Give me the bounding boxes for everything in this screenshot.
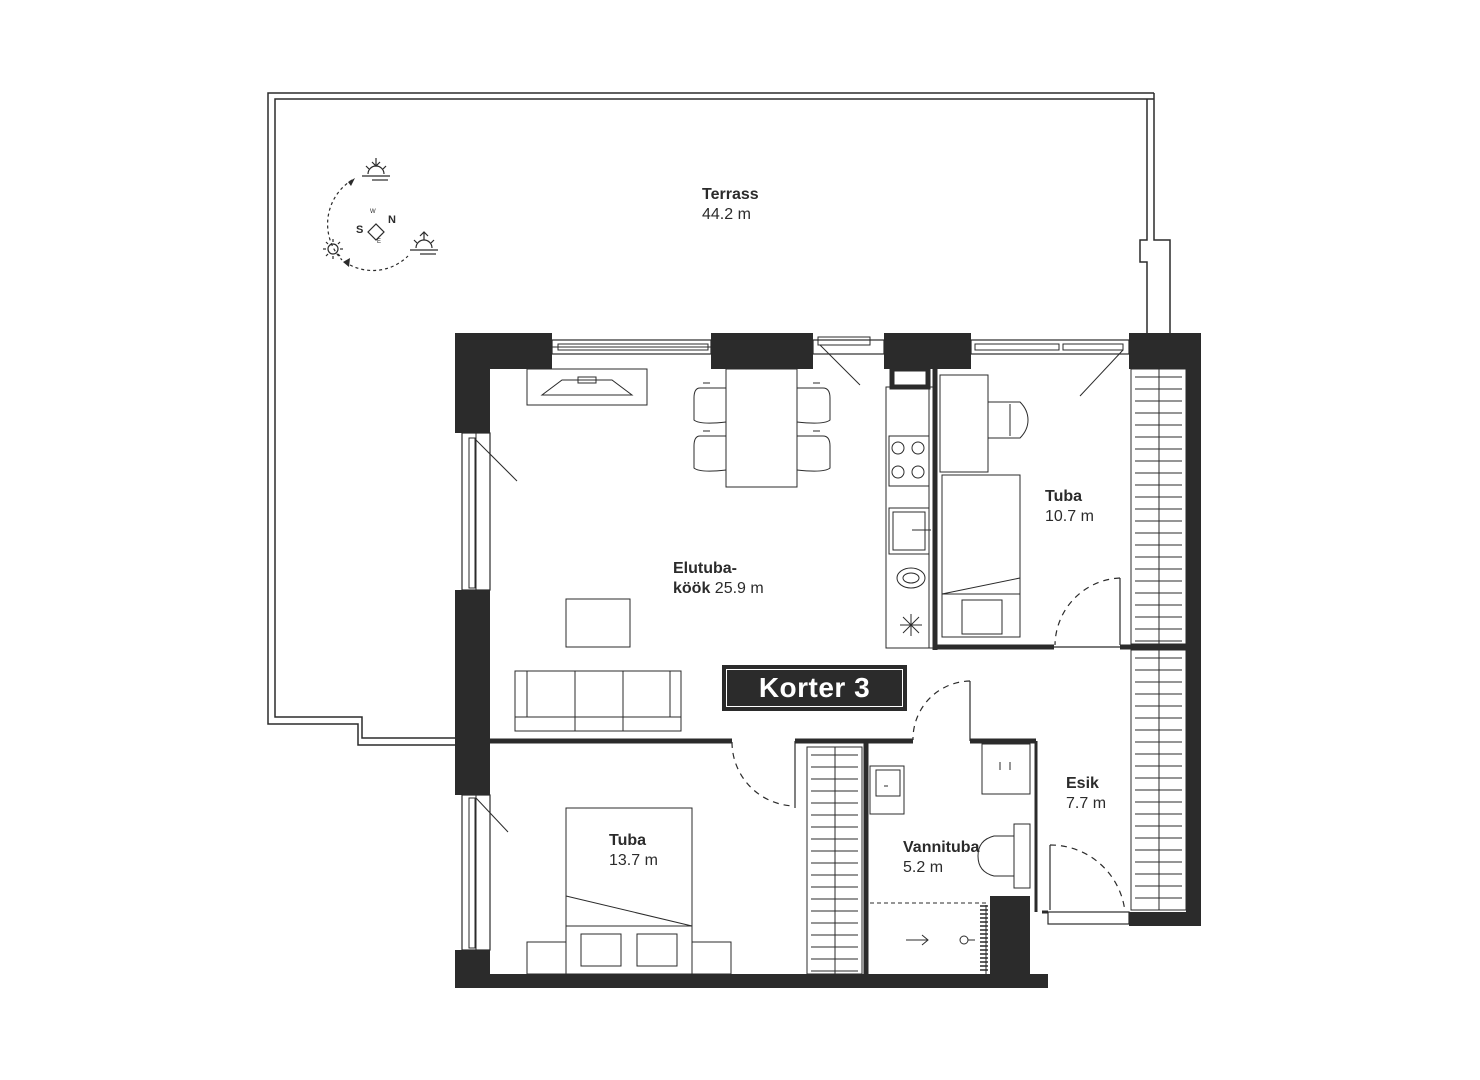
room-name-line2: köök [673, 580, 711, 597]
room-area: 10.7 m [1045, 508, 1094, 525]
room-name: Esik [1066, 775, 1099, 792]
room-living-kitchen-label: Elutuba- köök 25.9 m [673, 559, 764, 599]
room-name: Tuba [609, 832, 647, 849]
room-name: Elutuba- [673, 560, 737, 577]
sun-icon [323, 239, 343, 259]
sunset-icon [410, 231, 438, 255]
room-terrace-label: Terrass 44.2 m [702, 185, 759, 225]
room-bedroom-label: Tuba 13.7 m [609, 831, 658, 871]
room-name: Vannituba [903, 839, 980, 856]
room-area: 44.2 m [702, 206, 751, 223]
kitchen-counter [885, 386, 935, 649]
compass-w: W [370, 209, 376, 215]
unit-label: Korter 3 [722, 665, 907, 711]
doors [731, 577, 1126, 913]
sunrise-icon [362, 158, 390, 181]
room-bathroom-label: Vannituba 5.2 m [903, 838, 979, 878]
room-tuba-top-label: Tuba 10.7 m [1045, 487, 1094, 527]
terrace-outline [267, 92, 1171, 746]
compass-e: E [377, 239, 381, 245]
room-area: 5.2 m [903, 859, 944, 876]
furniture [514, 368, 1031, 975]
compass-s: S [356, 224, 363, 236]
room-name: Terrass [702, 186, 759, 203]
room-area: 25.9 m [714, 580, 764, 597]
room-hall-label: Esik 7.7 m [1066, 774, 1106, 814]
walls [455, 333, 1201, 988]
wardrobes [806, 368, 1187, 975]
unit-label-text: Korter 3 [758, 672, 871, 703]
compass-icon [326, 178, 409, 272]
room-area: 13.7 m [609, 852, 658, 869]
room-name: Tuba [1045, 488, 1083, 505]
compass-n: N [388, 214, 396, 226]
room-area: 7.7 m [1066, 795, 1107, 812]
